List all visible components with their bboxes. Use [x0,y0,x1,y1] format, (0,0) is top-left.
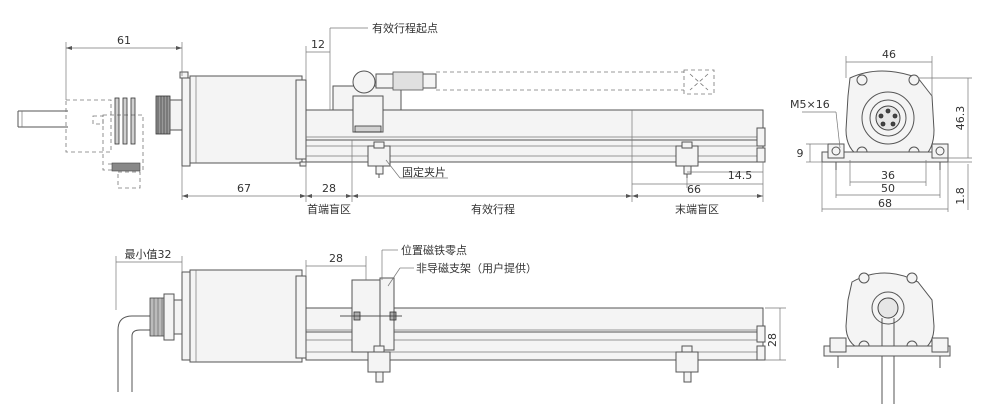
dim-start-offset: 12 [311,38,325,51]
end-view-top: 46 46.3 1.8 M5×16 9 36 50 68 [790,48,972,212]
sensor-head-bottom [181,269,307,363]
connector-outline [65,97,144,189]
dim-28-height: 28 [765,307,786,361]
dim-height: 46.3 [954,106,967,131]
dim-66-14.5: 66 14.5 [632,169,763,196]
fixing-clip-left [367,141,391,178]
connector-nut [155,77,191,167]
label-head-dead-zone: 首端盲区 [307,202,351,216]
cable-bottom [117,293,183,392]
dim-dead-zone: 28 [329,252,343,265]
dim-bottom-height: 28 [766,333,779,347]
dim-hole-spacing: 50 [881,182,895,195]
label-magnet-zero: 位置磁铁零点 [401,243,467,257]
dim-28-bottom: 28 [305,252,367,280]
label-screw: M5×16 [790,98,830,111]
connector-knurl-vertical [114,97,136,145]
label-effective-stroke: 有效行程 [471,202,515,216]
dim-end-small: 14.5 [728,169,753,182]
dim-12: 12 有效行程起点 [305,21,438,110]
label-fixing-clip: 固定夹片 [402,165,446,179]
label-effective-start: 有效行程起点 [372,21,438,35]
label-non-magnetic-bracket: 非导磁支架（用户提供） [416,261,537,275]
dim-foot-height: 9 [797,147,804,160]
fixing-clip-right [675,141,699,178]
fixing-clip-callout: 固定夹片 [385,159,448,179]
bottom-view: 最小值32 28 位置磁铁零点 非导磁支架（用户提供） 28 [115,243,786,392]
cable-top [17,110,68,128]
dim-hole-spacing-inner: 36 [881,169,895,182]
dim-base-thickness: 1.8 [954,187,967,205]
magnet-block-top [332,69,715,133]
dim-base-width: 68 [878,197,892,210]
dim-cable-width: 61 [117,34,131,47]
dim-baseline-top: 67 28 首端盲区 有效行程 末端盲区 [181,110,764,216]
label-end-dead-zone: 末端盲区 [675,202,719,216]
fixing-clip-bottom-left [367,345,391,383]
connector-pins [878,108,898,127]
top-view: 61 12 有效行程起点 67 28 首端盲区 有效行程 末端盲区 [17,21,766,216]
dim-min-value: 最小值32 [125,248,172,261]
magnet-bracket [340,277,402,353]
sensor-head-top [179,71,307,167]
dim-end-dead: 66 [687,183,701,196]
callouts-bottom: 位置磁铁零点 非导磁支架（用户提供） [381,243,537,287]
dim-61: 61 [65,34,183,100]
fixing-clip-bottom-right [675,345,699,383]
end-view-bottom [823,272,951,404]
dim-head-dead: 28 [322,182,336,195]
dim-body-length: 67 [237,182,251,195]
dim-width-top: 46 [882,48,896,61]
dim-min-32: 最小值32 [115,248,183,310]
